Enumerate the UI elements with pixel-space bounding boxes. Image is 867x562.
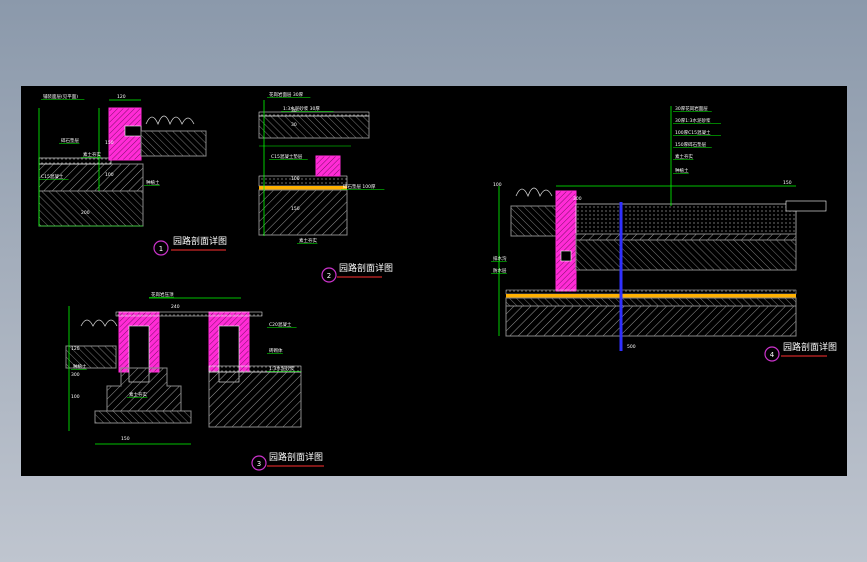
detail-2-callout: C15混凝土垫层 [271, 153, 303, 160]
detail-2-dimension: 150 [291, 206, 300, 212]
detail-3-callout: C20混凝土 [269, 321, 292, 328]
detail-2-section [258, 100, 370, 236]
detail-4-callout: 排水沟 [493, 255, 507, 262]
detail-2-dimension: 30 [291, 108, 297, 114]
detail-4-title: 园路剖面详图 [783, 341, 837, 353]
detail-2-callout: 碎石垫层 100厚 [343, 183, 376, 190]
detail-4-callout: 素土夯实 [675, 153, 693, 160]
detail-1-title-block[interactable]: 1 园路剖面详图 [153, 235, 227, 256]
detail-3-dimension: 120 [71, 346, 80, 352]
detail-1-number-marker [153, 240, 169, 256]
detail-4-callout: 30厚1:3水泥砂浆 [675, 117, 711, 124]
detail-2-dimension: 30 [291, 122, 297, 128]
detail-4-callout: 种植土 [675, 167, 689, 174]
detail-1-callout: C15混凝土 [41, 173, 64, 180]
detail-3-callout: 砖砌体 [269, 347, 283, 354]
detail-3-callout: 素土夯实 [129, 391, 147, 398]
detail-1-callout: 碎石垫层 [61, 137, 79, 144]
detail-4-callout: 防水层 [493, 267, 507, 274]
detail-2-number: 2 [327, 272, 331, 280]
detail-3-dimension: 100 [71, 394, 80, 400]
detail-1-callout: 素土夯实 [83, 151, 101, 158]
detail-4-dimension: 150 [783, 180, 792, 186]
detail-3-number: 3 [257, 460, 261, 468]
detail-1-dimension: 200 [81, 210, 90, 216]
detail-4-callout: 30厚花岗岩面层 [675, 105, 708, 112]
detail-4-section [498, 106, 827, 351]
detail-4-callout: 150厚碎石垫层 [675, 141, 707, 148]
detail-4-callout: 100厚C15混凝土 [675, 129, 711, 136]
detail-4-title-block[interactable]: 4 园路剖面详图 [764, 341, 837, 362]
detail-2-dimension: 100 [291, 176, 300, 182]
detail-2-callout: 1:3水泥砂浆 30厚 [283, 105, 320, 112]
detail-3-dimension: 150 [121, 436, 130, 442]
detail-4-number: 4 [770, 351, 775, 359]
detail-1-section [38, 99, 207, 227]
detail-3-number-marker [251, 455, 267, 471]
detail-1-dimension: 100 [105, 172, 114, 178]
detail-3-callout: 1:3水泥砂浆 [269, 365, 295, 372]
detail-1-dimension: 150 [105, 140, 114, 146]
detail-4-dimension: 300 [573, 196, 582, 202]
detail-3-section [65, 297, 302, 445]
detail-4-number-marker [764, 346, 780, 362]
detail-3-dimension: 300 [71, 372, 80, 378]
detail-2-callout: 素土夯实 [299, 237, 317, 244]
detail-2-number-marker [321, 267, 337, 283]
detail-4-dimension: 100 [493, 182, 502, 188]
detail-3-callout: 种植土 [73, 363, 87, 370]
detail-1-callout: 铺装面层(见平面) [43, 93, 78, 100]
detail-3-title-block[interactable]: 3 园路剖面详图 [251, 451, 324, 471]
detail-2-title-block[interactable]: 2 园路剖面详图 [321, 262, 393, 283]
detail-1-title: 园路剖面详图 [173, 235, 227, 247]
detail-4-dimension: 500 [627, 344, 636, 350]
detail-1-dimension: 120 [117, 94, 126, 100]
detail-1-number: 1 [159, 245, 163, 253]
detail-1-callout: 种植土 [146, 179, 160, 186]
detail-2-title: 园路剖面详图 [339, 262, 393, 274]
detail-3-title: 园路剖面详图 [269, 451, 323, 463]
detail-4-annotations: 30厚花岗岩面层 30厚1:3水泥砂浆 100厚C15混凝土 150厚碎石垫层素土夯实… [491, 105, 792, 350]
detail-3-callout: 花岗岩压顶 [151, 291, 174, 298]
detail-3-dimension: 240 [171, 304, 180, 310]
detail-2-callout: 花岗岩面层 30厚 [269, 91, 304, 98]
